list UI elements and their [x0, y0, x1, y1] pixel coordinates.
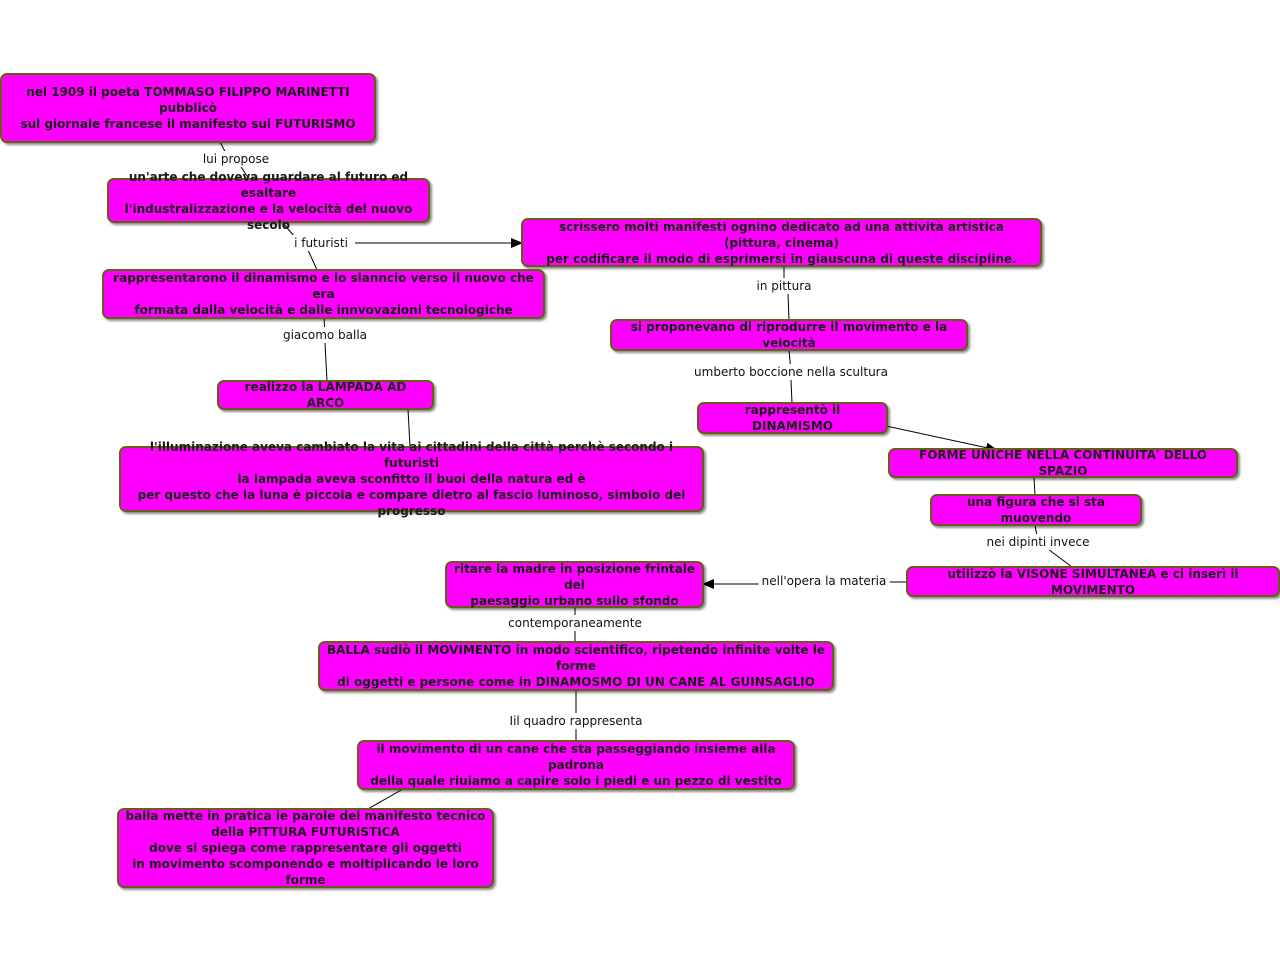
node-ritare-madre[interactable]: ritare la madre in posizione frintale de… — [445, 561, 704, 608]
label-contemporaneamente: contemporaneamente — [505, 615, 645, 631]
node-manifesti[interactable]: scrissero molti manifesti ognino dedicat… — [521, 218, 1042, 267]
label-i-futuristi: i futuristi — [291, 235, 351, 251]
link-futuristi-to-dinamismo — [307, 249, 318, 271]
node-cane[interactable]: il movimento di un cane che sta passeggi… — [357, 740, 795, 790]
node-arte-futuro[interactable]: un'arte che doveva guardare al futuro ed… — [107, 170, 430, 232]
label-nellopera: nell'opera la materia — [758, 573, 890, 589]
node-forme-uniche[interactable]: FORME UNICHE NELLA CONTINUITA' DELLO SPA… — [888, 448, 1238, 478]
node-figura[interactable]: una figura che si sta muovendo — [930, 494, 1142, 526]
node-movimento-velocita[interactable]: si proponevano di riprodurre il moviment… — [610, 319, 968, 351]
link-forme-to-figura — [1033, 476, 1036, 496]
node-balla-movimento[interactable]: BALLA sudiò il MOVIMENTO in modo scienti… — [318, 641, 834, 691]
label-giacomo-balla: giacomo balla — [279, 327, 371, 343]
link-balla-to-lampada — [324, 342, 328, 382]
label-nei-dipinti: nei dipinti invece — [983, 534, 1093, 550]
node-visione[interactable]: utilizzò la VISONE SIMULTANEA e ci inser… — [906, 566, 1280, 597]
node-dinamismo-slancio[interactable]: rappresentarono il dinamismo e lo slannc… — [102, 269, 545, 319]
label-quadro: Iil quadro rappresenta — [506, 713, 646, 729]
link-dinamismo-to-forme — [885, 425, 998, 453]
link-dipinti-to-visione — [1047, 548, 1073, 568]
link-lampada-to-illuminazione — [407, 408, 411, 448]
node-lampada[interactable]: realizzo la LAMPADA AD ARCO — [217, 380, 434, 410]
node-dinamismo[interactable]: rappresentò il DINAMISMO — [697, 402, 888, 434]
label-in-pittura: in pittura — [753, 278, 815, 294]
link-cane-to-manifesto — [367, 788, 404, 810]
link-pittura-to-movimento — [787, 293, 790, 321]
node-illuminazione[interactable]: l'illuminazione aveva cambiato la vita a… — [119, 440, 704, 518]
link-label-to-arte — [240, 166, 250, 180]
label-umberto: umberto boccione nella scultura — [691, 364, 891, 380]
link-umberto-to-dinamismo — [790, 379, 793, 404]
node-manifesto-tecnico[interactable]: balla mette in pratica le parole del man… — [117, 808, 494, 888]
label-lui-propose: lui propose — [199, 151, 273, 167]
node-marinetti[interactable]: nel 1909 il poeta TOMMASO FILIPPO MARINE… — [0, 73, 376, 143]
